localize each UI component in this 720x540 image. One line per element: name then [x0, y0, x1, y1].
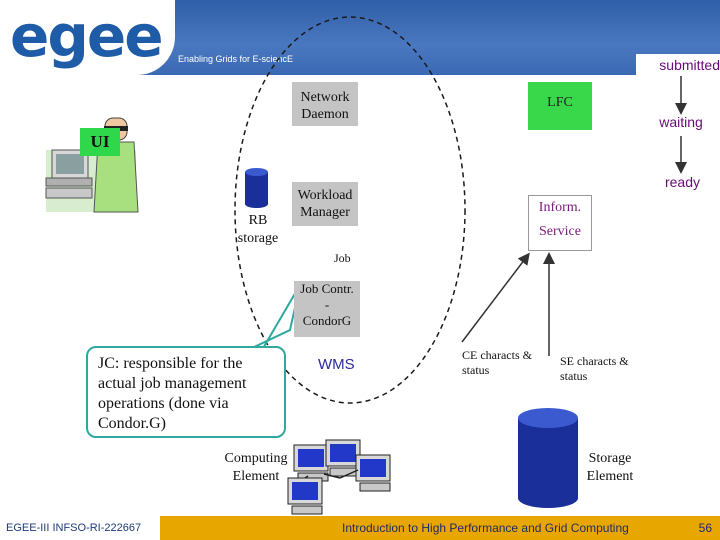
wms-label: WMS [318, 356, 355, 373]
se-characts-label: SE characts & status [560, 354, 629, 383]
state-ready: ready [655, 174, 710, 190]
footer-title: Introduction to High Performance and Gri… [342, 521, 629, 535]
network-daemon-box: Network Daemon [292, 82, 358, 126]
computing-element-label: Computing Element [224, 451, 288, 484]
network-link [339, 469, 359, 479]
network-link [323, 473, 341, 479]
page-number: 56 [698, 521, 712, 535]
computer-icon-4 [287, 477, 323, 515]
lfc-box: LFC [528, 82, 592, 130]
state-waiting: waiting [650, 114, 712, 130]
rb-storage-label: RB storage [237, 213, 279, 246]
arrow-ce-inform [461, 252, 530, 343]
job-controller-line2: - [324, 297, 330, 312]
rb-storage-cylinder [245, 168, 268, 208]
state-submitted: submitted [636, 54, 720, 76]
computer-icon-1 [293, 444, 329, 482]
ce-characts-label: CE characts & status [462, 348, 532, 377]
computer-icon-3 [355, 454, 391, 492]
inform-service-box: Inform. Service [528, 195, 592, 251]
ui-label: UI [80, 128, 120, 156]
egee-logo: egee [10, 2, 164, 70]
job-controller-line3: CondorG [302, 313, 352, 328]
storage-element-cylinder [518, 408, 578, 508]
computer-icon-2 [325, 439, 361, 477]
logo-panel [0, 0, 175, 75]
callout-pointer [247, 284, 301, 351]
job-controller-callout: JC: responsible for the actual job manag… [86, 346, 286, 438]
job-controller-line1: Job Contr. [300, 281, 354, 296]
wms-boundary [234, 16, 466, 404]
job-controller-box: Job Contr. - CondorG [294, 281, 360, 337]
job-label: Job [334, 251, 351, 265]
workload-manager-box: Workload Manager [292, 182, 358, 226]
storage-element-label: Storage Element [586, 451, 634, 484]
tagline: Enabling Grids for E-sciencE [178, 54, 294, 64]
network-link [304, 475, 309, 479]
footer-project-id: EGEE-III INFSO-RI-222667 [0, 516, 160, 540]
